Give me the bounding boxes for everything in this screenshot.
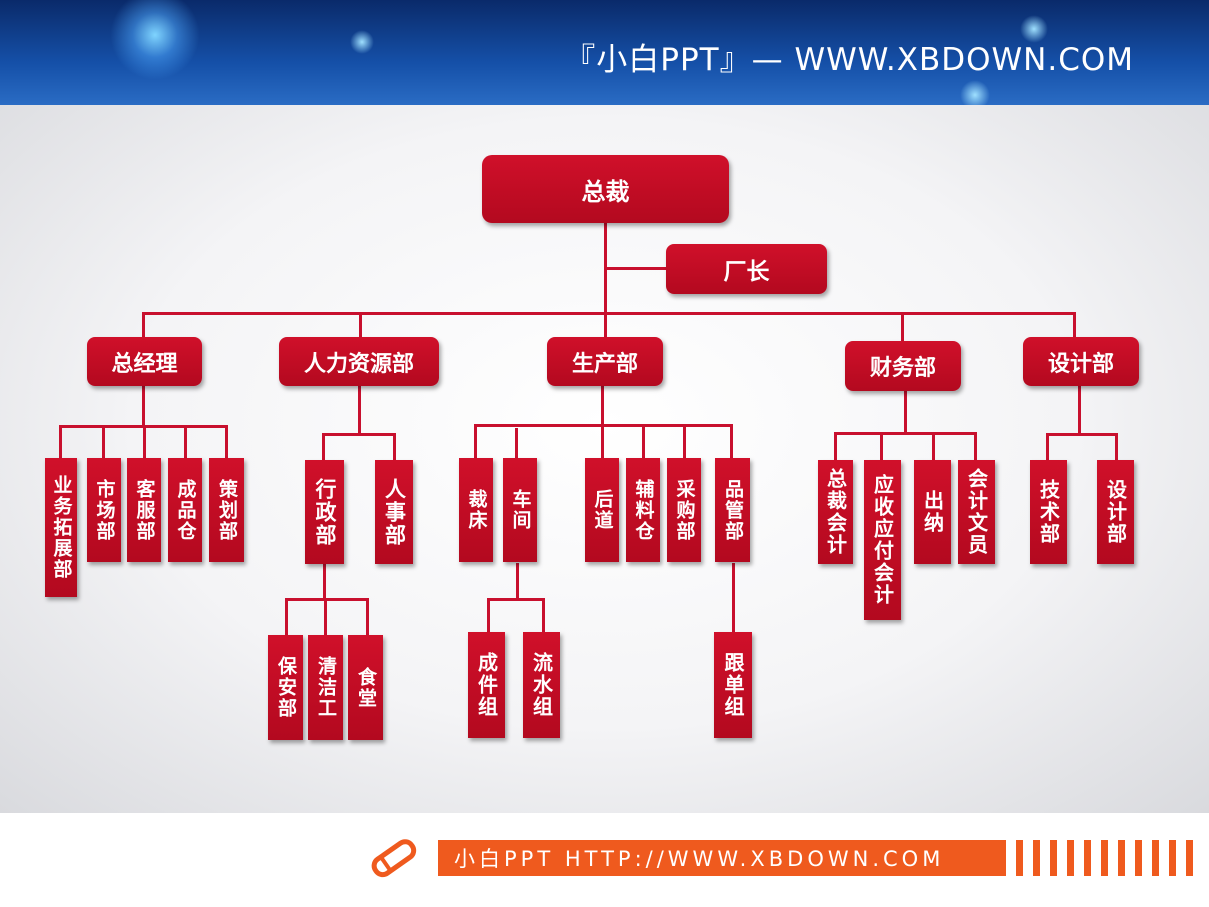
- connector: [366, 598, 369, 636]
- connector: [516, 563, 519, 600]
- connector: [604, 312, 607, 338]
- footer-stripe: [1169, 840, 1176, 876]
- footer-stripe: [1084, 840, 1091, 876]
- network-glow-decoration: [1020, 15, 1048, 43]
- network-glow-decoration: [350, 30, 374, 54]
- footer-stripe: [1050, 840, 1057, 876]
- connector: [904, 390, 907, 433]
- footer-stripe: [1033, 840, 1040, 876]
- connector: [974, 432, 977, 462]
- node-canteen: 食堂: [348, 635, 383, 740]
- connector: [604, 267, 668, 270]
- node-president-accountant: 总裁会计: [818, 460, 853, 564]
- pencil-icon: [371, 839, 417, 878]
- node-finance: 财务部: [845, 341, 961, 391]
- header-banner: 『小白PPT』— WWW.XBDOWN.COM: [0, 0, 1209, 105]
- node-design-sub: 设计部: [1097, 460, 1134, 564]
- node-ceo: 总裁: [482, 155, 729, 223]
- node-finished-goods-warehouse: 成品仓: [168, 458, 202, 562]
- connector: [324, 598, 327, 636]
- node-design: 设计部: [1023, 337, 1139, 386]
- node-factory-director: 厂长: [666, 244, 827, 294]
- connector: [393, 433, 396, 461]
- connector: [834, 432, 837, 462]
- connector: [142, 385, 145, 426]
- node-finished-pieces-group: 成件组: [468, 632, 505, 738]
- connector: [1078, 385, 1081, 434]
- node-administration: 行政部: [305, 460, 344, 564]
- connector: [1073, 312, 1076, 338]
- node-technology: 技术部: [1030, 460, 1067, 564]
- connector: [1115, 433, 1118, 461]
- node-ar-ap-accountant: 应收应付会计: [864, 460, 901, 620]
- node-general-manager: 总经理: [87, 337, 202, 386]
- node-workshop: 车间: [503, 458, 537, 562]
- node-planning: 策划部: [209, 458, 244, 562]
- connector: [880, 432, 883, 462]
- footer-url-bar: 小白PPT HTTP://WWW.XBDOWN.COM: [438, 840, 1006, 876]
- footer-stripe: [1152, 840, 1159, 876]
- header-title: 『小白PPT』— WWW.XBDOWN.COM: [564, 42, 1134, 78]
- connector: [474, 424, 477, 460]
- connector: [932, 432, 935, 462]
- connector: [601, 385, 604, 425]
- node-security: 保安部: [268, 635, 303, 740]
- connector: [184, 425, 187, 459]
- network-glow-decoration: [960, 80, 990, 105]
- connector: [142, 312, 1076, 315]
- node-assembly-line-group: 流水组: [523, 632, 560, 738]
- node-production: 生产部: [547, 337, 663, 386]
- connector: [642, 424, 645, 460]
- connector: [142, 312, 145, 338]
- node-accounting-clerk: 会计文员: [958, 460, 995, 564]
- connector: [1046, 433, 1049, 461]
- connector: [683, 424, 686, 460]
- node-purchasing: 采购部: [667, 458, 701, 562]
- connector: [1046, 433, 1118, 436]
- footer-stripe: [1016, 840, 1023, 876]
- network-glow-decoration: [110, 0, 200, 80]
- footer-stripe: [1067, 840, 1074, 876]
- connector: [323, 563, 326, 600]
- node-customer-service: 客服部: [127, 458, 161, 562]
- connector: [515, 428, 518, 460]
- connector: [487, 598, 545, 601]
- node-cleaners: 清洁工: [308, 635, 343, 740]
- node-hr: 人力资源部: [279, 337, 439, 386]
- connector: [834, 432, 977, 435]
- connector: [102, 425, 105, 459]
- connector: [901, 312, 904, 342]
- connector: [487, 598, 490, 632]
- connector: [358, 385, 361, 434]
- node-order-follow-up-group: 跟单组: [714, 632, 752, 738]
- connector: [732, 563, 735, 633]
- footer-stripe: [1135, 840, 1142, 876]
- connector: [359, 312, 362, 338]
- connector: [59, 425, 62, 459]
- node-marketing: 市场部: [87, 458, 121, 562]
- node-cutting: 裁床: [459, 458, 493, 562]
- connector: [542, 598, 545, 632]
- connector: [730, 424, 733, 460]
- node-finishing: 后道: [585, 458, 619, 562]
- footer-stripe: [1101, 840, 1108, 876]
- connector: [285, 598, 288, 636]
- node-business-development: 业务拓展部: [45, 458, 77, 597]
- node-cashier: 出纳: [914, 460, 951, 564]
- connector: [285, 598, 369, 601]
- connector: [143, 425, 146, 459]
- connector: [601, 424, 604, 460]
- footer-stripe: [1118, 840, 1125, 876]
- node-accessories-warehouse: 辅料仓: [626, 458, 660, 562]
- connector: [322, 433, 396, 436]
- connector: [225, 425, 228, 459]
- node-personnel: 人事部: [375, 460, 413, 564]
- footer-stripe: [1186, 840, 1193, 876]
- connector: [322, 433, 325, 461]
- node-quality-control: 品管部: [715, 458, 750, 562]
